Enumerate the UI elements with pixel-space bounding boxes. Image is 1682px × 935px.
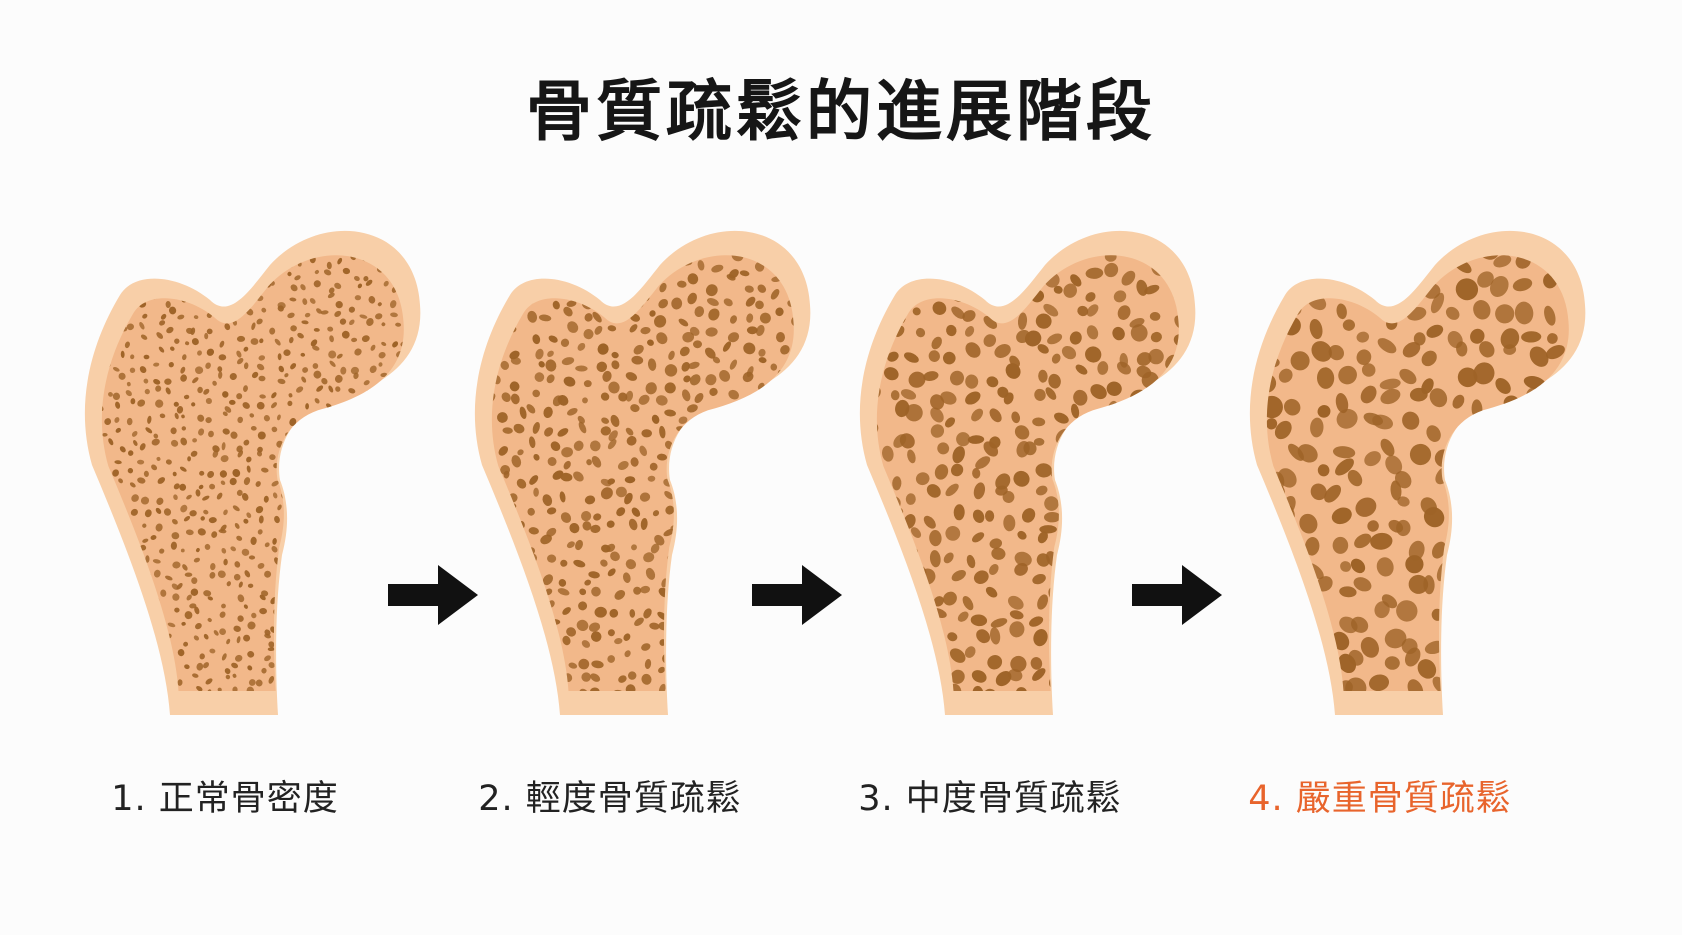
stage-label-moderate: 3. 中度骨質疏鬆: [858, 779, 1122, 819]
arrow-right-icon: [1132, 565, 1222, 625]
stage-label-mild: 2. 輕度骨質疏鬆: [478, 779, 742, 819]
bone-interior: [101, 255, 404, 691]
bone-illustration-mild: [460, 225, 830, 735]
page-title: 骨質疏鬆的進展階段: [526, 73, 1156, 150]
stage-label-severe: 4. 嚴重骨質疏鬆: [1248, 779, 1512, 819]
arrow-right-icon: [752, 565, 842, 625]
bone-illustration-moderate: [845, 225, 1215, 735]
bone-illustration-severe: [1235, 225, 1605, 735]
arrow-right-icon: [388, 565, 478, 625]
bone-illustration-normal: [70, 225, 440, 735]
stage-label-normal: 1. 正常骨密度: [111, 779, 339, 819]
bone-interior: [1266, 255, 1569, 691]
